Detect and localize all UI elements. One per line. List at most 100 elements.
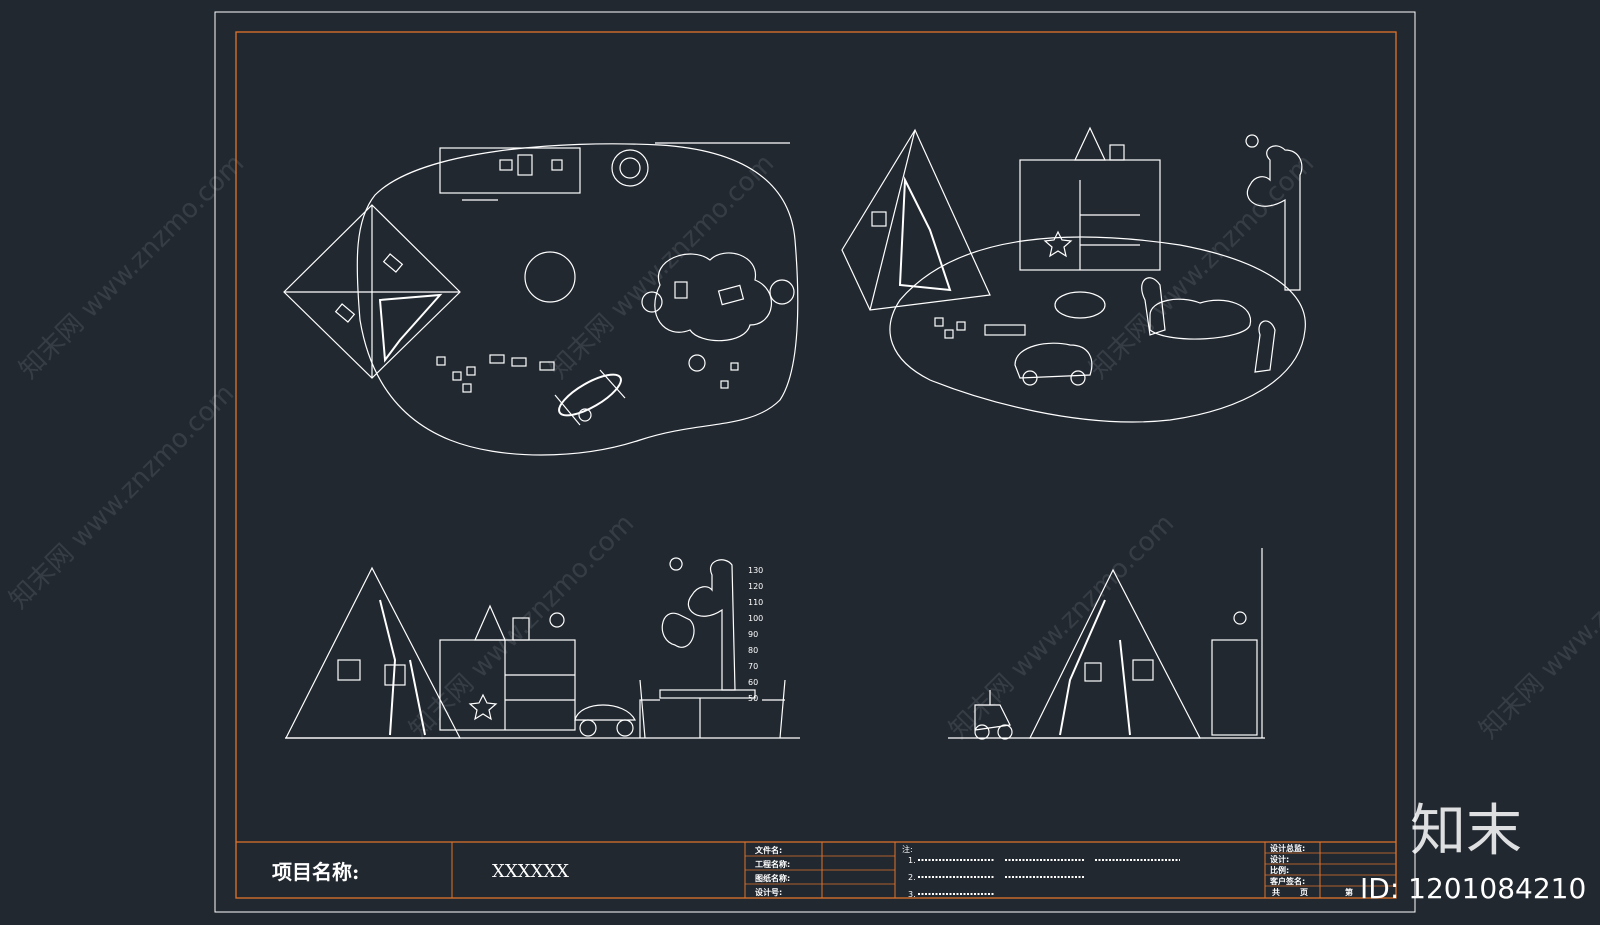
globe [611,149,649,187]
toy-plane [558,373,622,417]
height-tick: 100 [748,614,763,623]
tent-window [871,211,887,227]
frame-decor [512,617,530,641]
kids-chair [639,679,660,739]
ride-on-toy [974,704,1011,731]
frame-decor [1109,144,1125,161]
round-rug [524,251,576,303]
height-tick: 130 [748,566,763,575]
toy-car-wheel [616,719,634,737]
project-name-value: XXXXXX [492,861,569,882]
desk-item [499,159,513,171]
height-chart-ticks: 130 120 110 100 90 80 70 60 50 [748,566,763,703]
chair [769,279,795,305]
star-decor [1043,230,1073,258]
triangle-decor [1074,126,1106,161]
sheet-number: 第 [1345,887,1353,897]
field-client-signature: 客户签名: [1269,876,1305,886]
toy-car-wheel [1070,370,1086,386]
tent-window [1084,662,1102,682]
tent-fabric [898,176,952,292]
notes-label: 注: [902,844,913,854]
toy-train [984,324,1026,336]
block [944,329,954,339]
block [539,361,555,371]
block [452,371,462,381]
globe [619,157,641,179]
chair [641,291,663,313]
block [462,383,472,393]
field-design-director: 设计总监: [1270,843,1305,853]
height-tick: 60 [748,678,758,687]
desk-item [517,154,533,176]
toy-car-wheel [1022,370,1038,386]
brand-logo: 知末 [1410,799,1522,864]
toy-car-wheel [579,719,597,737]
field-scale: 比例: [1270,865,1289,875]
field-file-name: 文件名: [755,845,782,855]
tent-window [337,659,361,681]
side-elevation-drawing [948,548,1265,740]
perspective-rug [889,236,1306,423]
note-1: 1. [908,856,916,865]
kids-chair [762,679,786,739]
rocket-decor [1233,611,1247,625]
toy-car [1014,342,1093,379]
block [436,356,446,366]
book [334,303,356,323]
block [934,317,944,327]
cabinet-side [1211,639,1258,736]
project-name-label: 项目名称: [272,860,359,884]
giraffe-growth-chart [687,559,736,691]
sun-decor [669,557,683,571]
cabinet-elevation [439,639,576,731]
cloud-table [1149,298,1252,340]
toy-plane-wing [554,394,581,426]
toy-plane-wheel [578,408,592,422]
watermark-text: 知末网 www.znzmo.com [1474,509,1600,745]
note-placeholder-lines [918,859,1180,895]
desk-item [551,159,563,171]
sheet-total: 共 [1272,887,1280,897]
watermark-text: 知末网 www.znzmo.com [944,509,1180,745]
toy-plane-wing [599,369,626,399]
height-tick: 110 [748,598,763,607]
triangle-decor [474,604,506,641]
field-project-name: 工程名称: [755,859,790,869]
front-elevation-drawing: 130 120 110 100 90 80 70 60 50 [285,557,800,739]
tent [841,128,991,311]
table-item [674,281,688,299]
plan-view-drawing [283,142,799,456]
tent-elevation [1029,568,1201,739]
book [382,253,404,273]
sun-decor [1245,134,1259,148]
height-tick: 120 [748,582,763,591]
brand-id: ID: 1201084210 [1360,872,1586,905]
block [730,362,739,371]
round-cushion [1054,291,1106,319]
ride-on-wheel [974,724,990,740]
tent-elevation [285,566,461,739]
block [489,354,505,364]
watermark-layer: 知末网 www.znzmo.com 知末网 www.znzmo.com 知末网 … [4,149,1600,745]
kids-chair [1254,320,1276,373]
inner-frame [235,31,1397,899]
note-3: 3. [908,890,916,899]
block [720,380,729,389]
field-designer: 设计: [1270,854,1289,864]
note-2: 2. [908,873,916,882]
desk [439,147,581,194]
kids-table [659,689,756,699]
perspective-view-drawing [841,126,1306,423]
ride-on-wheel [997,724,1013,740]
tent-plan-fabric [378,293,443,363]
block [466,366,476,376]
tent-edge [869,129,916,311]
title-block: 项目名称: XXXXXX 文件名: 工程名称: 图纸名称: 设计号: 注: 1.… [236,841,1396,899]
toy-car [574,704,636,721]
tent-curtain [379,599,426,736]
cloud-table [654,252,772,342]
ball [688,354,706,372]
tent-window [1132,659,1154,681]
kids-chair [1141,277,1166,336]
